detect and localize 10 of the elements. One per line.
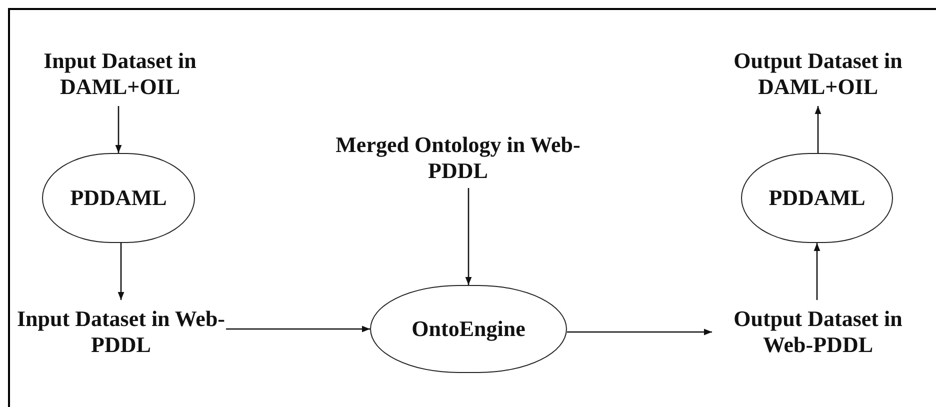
arrow: [567, 328, 712, 336]
arrow: [118, 243, 124, 300]
arrow: [115, 106, 122, 153]
process-pill: OntoEngine: [370, 285, 567, 373]
arrow: [814, 243, 820, 300]
arrow: [814, 106, 822, 153]
process-pill: PDDAML: [741, 153, 893, 243]
arrow: [226, 326, 370, 332]
arrow: [465, 188, 472, 285]
process-pill: PDDAML: [42, 153, 195, 243]
